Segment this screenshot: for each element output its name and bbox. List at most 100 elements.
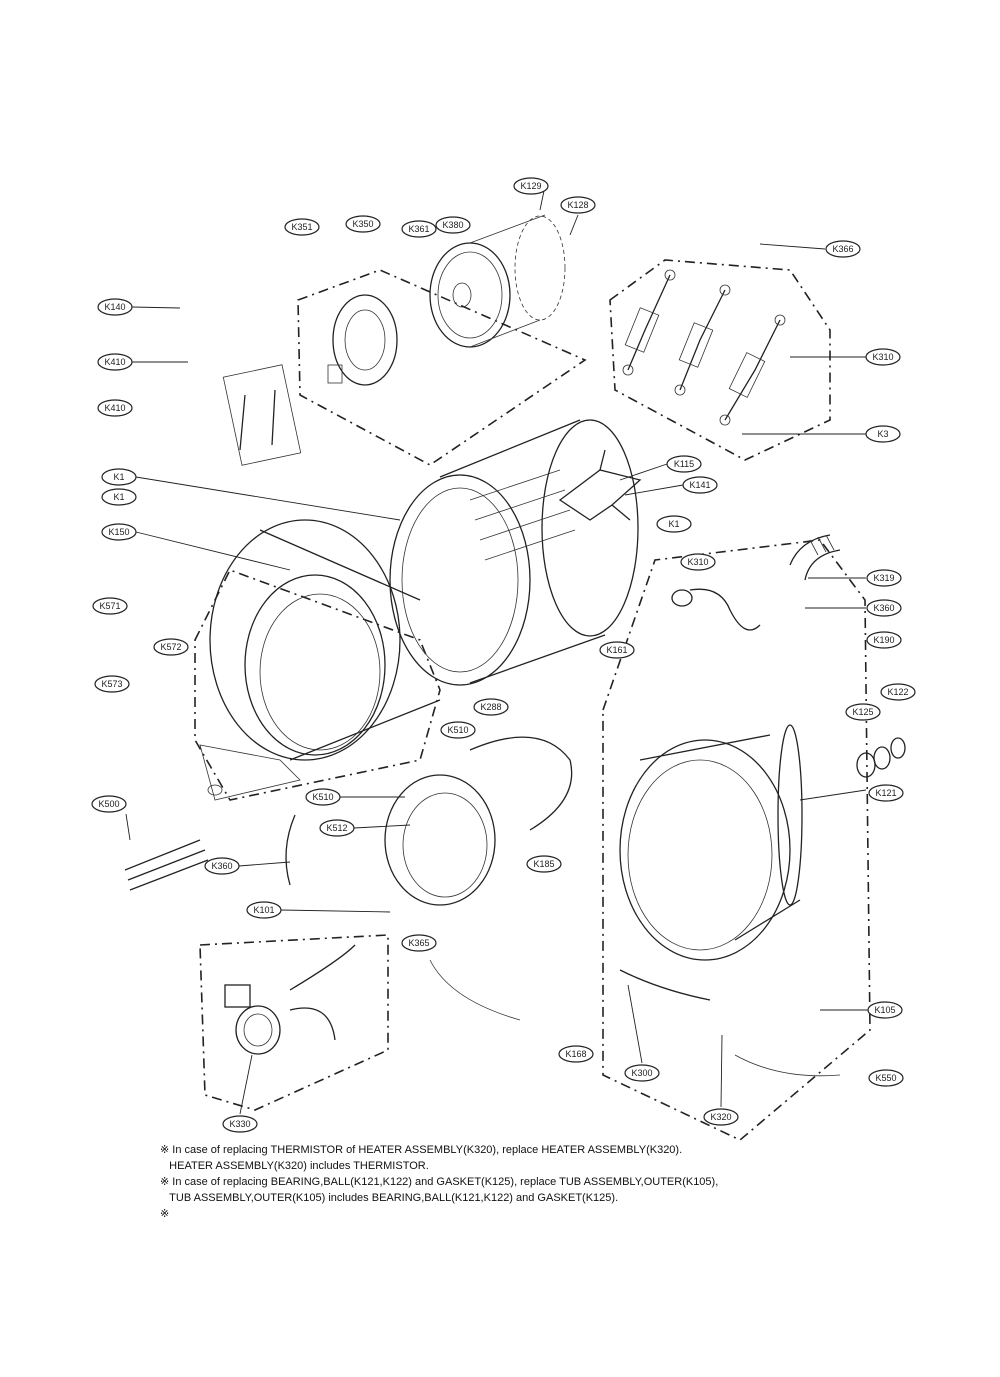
door-ring [384, 736, 573, 906]
part-label-k319: K319 [866, 569, 902, 587]
springs [222, 364, 302, 466]
part-label-k573: K573 [94, 675, 130, 693]
part-label-text: K573 [101, 679, 122, 689]
front-tub-group-outline [194, 569, 441, 801]
bellows-hose [671, 534, 841, 631]
part-label-text: K350 [352, 219, 373, 229]
part-label-k115: K115 [666, 455, 702, 473]
part-label-bubble [101, 468, 137, 486]
drum-spider [558, 449, 642, 521]
heater [124, 839, 209, 891]
part-label-text: K190 [873, 635, 894, 645]
outer-tub-group-outline [602, 539, 871, 1141]
part-label-bubble [624, 1064, 660, 1082]
part-label-k510: K510 [305, 788, 341, 806]
part-label-k350: K350 [345, 215, 381, 233]
part-label-text: K122 [887, 687, 908, 697]
part-label-bubble [865, 348, 901, 366]
part-label-bubble [319, 819, 355, 837]
part-label-text: K168 [565, 1049, 586, 1059]
part-label-k550: K550 [868, 1069, 904, 1087]
part-label-bubble [682, 476, 718, 494]
part-label-k365: K365 [401, 934, 437, 952]
part-label-text: K115 [674, 459, 694, 469]
part-label-text: K330 [229, 1119, 250, 1129]
part-label-k122: K122 [880, 683, 916, 701]
part-label-k190: K190 [866, 631, 902, 649]
note-line: ※ In case of replacing THERMISTOR of HEA… [160, 1144, 683, 1156]
part-label-bubble [868, 784, 904, 802]
part-label-text: K320 [710, 1112, 731, 1122]
part-label-bubble [101, 523, 137, 541]
part-label-k168: K168 [558, 1045, 594, 1063]
part-label-k320: K320 [703, 1108, 739, 1126]
part-label-bubble [666, 455, 702, 473]
part-label-text: K360 [211, 861, 232, 871]
part-label-text: K572 [160, 642, 181, 652]
outer-tub-rear [619, 724, 803, 961]
rotor-pulley [429, 214, 566, 348]
part-label-text: K365 [408, 938, 429, 948]
part-label-text: K1 [113, 492, 124, 502]
part-label-k150: K150 [101, 523, 137, 541]
note-line: TUB ASSEMBLY,OUTER(K105) includes BEARIN… [169, 1192, 619, 1204]
part-label-k310: K310 [865, 348, 901, 366]
part-label-bubble [92, 597, 128, 615]
hose-k300 [619, 969, 711, 1001]
inner-drum [389, 419, 639, 686]
part-label-bubble [866, 631, 902, 649]
part-label-k510: K510 [440, 721, 476, 739]
front-tub [199, 519, 441, 801]
part-label-k3: K3 [865, 425, 901, 443]
part-label-bubble [866, 599, 902, 617]
part-label-text: K150 [108, 527, 129, 537]
part-label-bubble [435, 216, 471, 234]
part-label-text: K361 [408, 224, 429, 234]
part-label-k128: K128 [560, 196, 596, 214]
part-label-text: K571 [99, 601, 120, 611]
note-line: ※ In case of replacing BEARING,BALL(K121… [160, 1176, 719, 1188]
part-label-text: K380 [442, 220, 463, 230]
part-label-text: K310 [687, 557, 708, 567]
part-label-k360: K360 [204, 857, 240, 875]
part-label-text: K3 [877, 429, 888, 439]
part-label-k1: K1 [656, 515, 692, 533]
part-label-k300: K300 [624, 1064, 660, 1082]
dampers [622, 269, 786, 426]
part-label-text: K510 [447, 725, 468, 735]
spider-group-outline [297, 269, 587, 466]
part-label-bubble [703, 1108, 739, 1126]
wire-k550 [734, 1054, 841, 1077]
part-label-text: K319 [873, 573, 894, 583]
part-label-k288: K288 [473, 698, 509, 716]
part-label-text: K105 [874, 1005, 895, 1015]
part-label-k129: K129 [513, 177, 549, 195]
part-label-bubble [305, 788, 341, 806]
part-label-bubble [97, 353, 133, 371]
part-label-k351: K351 [284, 218, 320, 236]
part-label-k410: K410 [97, 399, 133, 417]
part-label-k571: K571 [92, 597, 128, 615]
part-label-text: K310 [872, 352, 893, 362]
part-label-text: K1 [668, 519, 679, 529]
part-label-text: K121 [875, 788, 896, 798]
part-label-bubble [246, 901, 282, 919]
part-label-text: K366 [832, 244, 853, 254]
part-label-bubble [473, 698, 509, 716]
part-label-text: K129 [520, 181, 541, 191]
part-label-text: K410 [104, 403, 125, 413]
part-label-bubble [868, 1069, 904, 1087]
part-label-bubble [204, 857, 240, 875]
part-label-k140: K140 [97, 298, 133, 316]
part-label-k512: K512 [319, 819, 355, 837]
part-label-text: K141 [689, 480, 710, 490]
part-label-bubble [656, 515, 692, 533]
part-label-bubble [825, 240, 861, 258]
part-label-k410: K410 [97, 353, 133, 371]
part-label-k572: K572 [153, 638, 189, 656]
part-label-bubble [284, 218, 320, 236]
drain-pump [224, 944, 356, 1055]
part-label-text: K288 [480, 702, 501, 712]
part-label-text: K140 [104, 302, 125, 312]
